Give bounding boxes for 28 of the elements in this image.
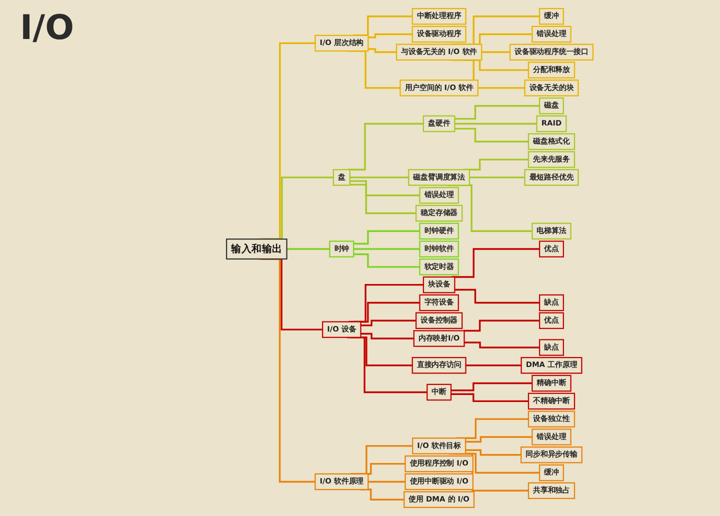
connector <box>354 230 420 245</box>
connector <box>287 248 330 250</box>
node-box: 输入和输出 <box>226 238 288 260</box>
connector <box>354 248 420 250</box>
connector <box>368 480 406 483</box>
connector <box>350 184 416 214</box>
connector <box>454 122 538 125</box>
connector <box>466 364 522 366</box>
connector <box>470 176 526 178</box>
connector <box>454 105 540 120</box>
connector <box>466 449 522 456</box>
connector <box>451 382 532 392</box>
connector <box>348 122 424 170</box>
connector <box>368 33 413 38</box>
connector <box>464 320 540 332</box>
connector <box>360 320 416 326</box>
diagram-title: I/O <box>20 8 74 48</box>
connector <box>451 393 529 402</box>
connector <box>360 332 414 340</box>
connector <box>350 180 420 196</box>
connector <box>482 51 510 54</box>
connector <box>464 342 540 348</box>
connector <box>454 288 540 304</box>
connector <box>454 128 529 143</box>
connector <box>354 253 420 268</box>
connector <box>368 48 397 54</box>
connector <box>466 436 532 443</box>
connector <box>350 176 409 178</box>
